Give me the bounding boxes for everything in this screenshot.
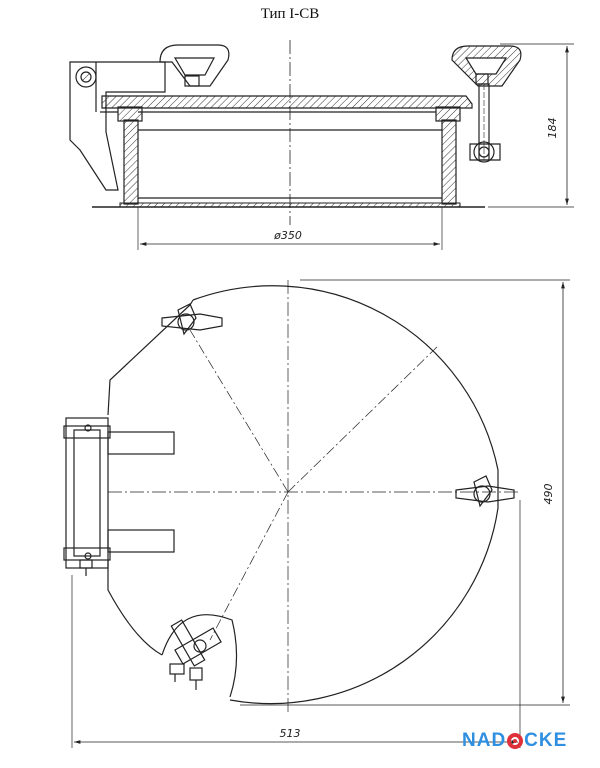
dim-overall-width-label: 513 bbox=[280, 727, 301, 740]
dim-height-label: 184 bbox=[546, 118, 559, 139]
clamp-right bbox=[455, 475, 515, 508]
dim-outer-diameter-label: 490 bbox=[542, 484, 555, 505]
clamp-top-left bbox=[161, 303, 223, 336]
logo-ring-icon bbox=[507, 733, 524, 749]
logo-text-right: CKE bbox=[524, 730, 568, 751]
side-view bbox=[69, 40, 574, 250]
brand-logo: NAD CKE bbox=[462, 730, 567, 752]
logo-text-left: NAD bbox=[462, 730, 507, 751]
top-view bbox=[63, 279, 570, 748]
hinge-assembly bbox=[63, 417, 175, 576]
clamp-bottom-left bbox=[169, 619, 222, 690]
page-title: Тип I-СВ bbox=[260, 6, 320, 22]
dim-inner-diameter-label: ø350 bbox=[273, 229, 302, 242]
